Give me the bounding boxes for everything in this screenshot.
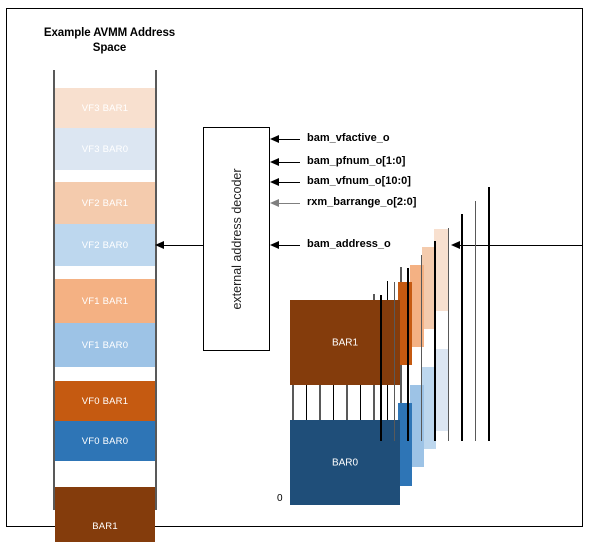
address-segment-vf1-bar1: VF1 BAR1 <box>55 279 155 323</box>
page-title-line1: Example AVMM Address <box>43 27 176 39</box>
address-segment-gap <box>55 367 155 381</box>
external-input-arrowhead <box>451 241 460 249</box>
decoder-label: external address decoder <box>229 168 244 310</box>
bar-stack-riser-front <box>305 361 307 423</box>
address-segment-label: VF0 BAR1 <box>81 395 129 407</box>
bar-stack-riser-back <box>393 281 395 441</box>
signal-wire-rxm-barrange-o-2-0 <box>279 203 300 205</box>
bar-stack-origin-label: 0 <box>277 493 283 504</box>
signal-label-bam-vfnum-o-10-0: bam_vfnum_o[10:0] <box>307 175 411 187</box>
bam-address-arrowhead <box>270 241 279 249</box>
address-segment-gap <box>55 461 155 487</box>
bar-stack-3d: BAR0 BAR1 0 <box>270 187 570 520</box>
bam-address-label: bam_address_o <box>307 238 391 250</box>
address-segment-gap <box>55 170 155 182</box>
signal-label-bam-pfnum-o-1-0: bam_pfnum_o[1:0] <box>307 155 406 167</box>
address-segment-label: BAR1 <box>92 520 118 532</box>
bar-stack-riser-back <box>407 268 409 441</box>
signal-arrowhead-rxm-barrange-o-2-0 <box>270 199 279 207</box>
address-segment-label: VF0 BAR0 <box>81 435 129 447</box>
bar-stack-riser-front <box>292 375 294 423</box>
address-segment-label: VF1 BAR1 <box>81 295 129 307</box>
address-segment-bar1: BAR1 <box>55 487 155 542</box>
decoder-to-address-space-arrowhead <box>155 241 164 249</box>
signal-wire-bam-vfnum-o-10-0 <box>279 182 300 184</box>
signal-arrowhead-bam-vfactive-o <box>270 135 279 143</box>
bar-plate-side <box>422 247 436 329</box>
address-segment-gap <box>55 266 155 279</box>
bar-stack-riser-back <box>474 200 476 441</box>
signal-label-rxm-barrange-o-2-0: rxm_barrange_o[2:0] <box>307 196 417 208</box>
signal-wire-bam-vfactive-o <box>279 139 300 141</box>
diagram-frame <box>6 8 583 527</box>
address-segment-label: VF2 BAR1 <box>81 197 129 209</box>
signal-label-bam-vfactive-o: bam_vfactive_o <box>307 132 390 144</box>
address-segment-label: VF3 BAR1 <box>81 102 129 114</box>
address-segment-vf3-bar1: VF3 BAR1 <box>55 88 155 128</box>
external-address-decoder: external address decoder <box>203 127 270 351</box>
bar-plate-side <box>434 349 448 431</box>
bar-plate-side <box>398 403 412 486</box>
bar-plate-side <box>434 229 448 311</box>
address-segment-vf2-bar0: VF2 BAR0 <box>55 224 155 266</box>
bar-plate-side <box>398 282 412 365</box>
bar-stack-riser-back <box>488 187 490 441</box>
bar-plate-label: BAR0 <box>331 457 359 468</box>
signal-arrowhead-bam-pfnum-o-1-0 <box>270 158 279 166</box>
page-title: Example AVMM Address Space <box>22 26 197 56</box>
external-input-wire <box>460 245 583 247</box>
signal-wire-bam-pfnum-o-1-0 <box>279 162 300 164</box>
address-segment-vf1-bar0: VF1 BAR0 <box>55 323 155 367</box>
address-segment-label: VF1 BAR0 <box>81 339 129 351</box>
address-space-right-rail <box>155 70 157 510</box>
signal-arrowhead-bam-vfnum-o-10-0 <box>270 178 279 186</box>
bar-plate-bar0: BAR0 <box>290 420 400 505</box>
bar-stack-riser-back <box>461 214 463 441</box>
bar-stack-riser-front <box>319 348 321 423</box>
address-space-left-rail <box>53 70 55 510</box>
address-segment-label: VF2 BAR0 <box>81 239 129 251</box>
bam-address-wire <box>279 245 300 247</box>
bar-stack-riser-back <box>380 295 382 441</box>
bar-stack-riser-back <box>420 254 422 441</box>
address-segment-vf0-bar1: VF0 BAR1 <box>55 381 155 421</box>
bar-plate-bar1: BAR1 <box>290 300 400 385</box>
page-title-line2: Space <box>92 42 127 54</box>
address-segment-vf3-bar0: VF3 BAR0 <box>55 128 155 170</box>
bar-stack-riser-back <box>434 241 436 441</box>
address-segment-vf0-bar0: VF0 BAR0 <box>55 421 155 461</box>
address-segment-vf2-bar1: VF2 BAR1 <box>55 182 155 224</box>
bar-plate-label: BAR1 <box>331 337 359 348</box>
decoder-to-address-space-wire <box>164 245 203 247</box>
bar-plate-side <box>422 367 436 449</box>
address-segment-label: VF3 BAR0 <box>81 143 129 155</box>
bar-stack-riser-back <box>447 227 449 441</box>
